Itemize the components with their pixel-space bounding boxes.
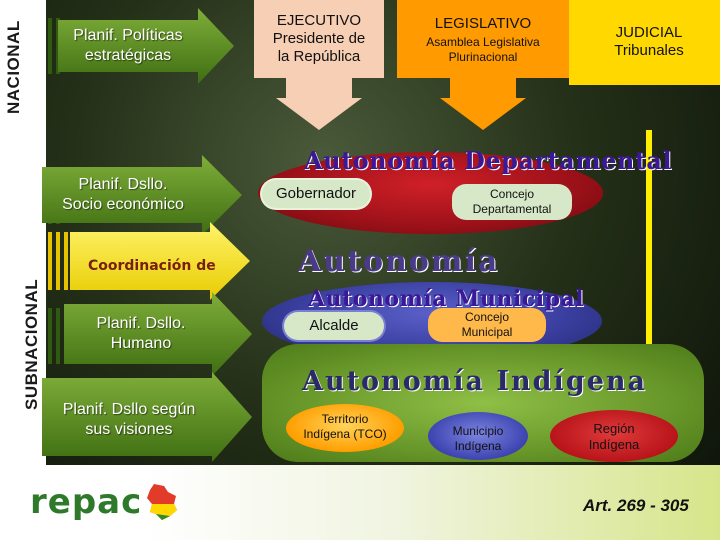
coordination-arrow	[70, 222, 250, 300]
footer-bar	[0, 465, 720, 540]
visions-development-arrow	[42, 372, 252, 462]
executive-subtitle: Presidente de la República	[272, 30, 366, 65]
executive-arrow	[276, 78, 362, 130]
judicial-connector-line	[646, 130, 652, 350]
judicial-subtitle: Tribunales	[614, 42, 684, 59]
indigenous-territory-label: Territorio Indígena (TCO)	[303, 412, 387, 441]
departmental-title: Autonomía Departamental	[304, 146, 673, 175]
mayor-pill	[284, 312, 384, 340]
legislative-subtitle: Asamblea Legislativa Plurinacional	[426, 35, 540, 64]
legislative-box	[397, 0, 569, 78]
subnational-level-label: SUBNACIONAL	[22, 278, 41, 410]
municipal-council-pill	[428, 308, 546, 342]
departmental-council-label: Concejo Departamental	[472, 187, 552, 216]
legislative-title: LEGISLATIVO	[434, 15, 532, 32]
indigenous-territory-oval	[286, 404, 404, 452]
governor-pill	[262, 180, 370, 208]
human-development-arrow	[64, 292, 252, 376]
indigenous-region-oval	[550, 410, 678, 462]
indigenous-title: Autonomía Indígena	[302, 366, 647, 397]
judicial-title: JUDICIAL	[615, 24, 683, 41]
planning-policies-arrow	[58, 8, 234, 84]
bolivia-map-icon	[147, 484, 178, 520]
arrow-stripes-3	[48, 232, 68, 290]
level-sidebar	[0, 0, 46, 465]
coordination-label: Coordinación de	[88, 258, 216, 274]
regional-autonomy-title: Autonomía	[298, 244, 500, 279]
repac-logo-text: repac	[30, 482, 143, 522]
municipal-council-label: Concejo Municipal	[461, 310, 513, 339]
socio-economic-arrow	[42, 155, 242, 235]
departmental-council-pill	[452, 184, 572, 220]
visions-development-label: Planif. Dsllo según sus visiones	[62, 401, 196, 438]
municipal-title: Autonomía Municipal	[308, 286, 585, 312]
constitution-articles: Art. 269 - 305	[583, 496, 689, 515]
indigenous-municipality-label: Municipio Indígena	[452, 424, 504, 453]
executive-box	[254, 0, 384, 78]
national-level-label: NACIONAL	[4, 20, 23, 114]
repac-logo: repac	[30, 480, 178, 524]
legislative-arrow	[440, 78, 526, 130]
planning-policies-label: Planif. Políticas estratégicas	[73, 27, 183, 64]
governor-label: Gobernador	[275, 185, 357, 202]
judicial-box	[569, 0, 720, 85]
mayor-label: Alcalde	[309, 317, 359, 334]
indigenous-municipality-oval	[428, 412, 528, 460]
executive-title: EJECUTIVO	[276, 12, 362, 29]
indigenous-region-label: Región Indígena	[588, 421, 640, 452]
human-development-label: Planif. Dsllo. Humano	[96, 315, 186, 352]
socio-economic-label: Planif. Dsllo. Socio económico	[62, 176, 184, 213]
